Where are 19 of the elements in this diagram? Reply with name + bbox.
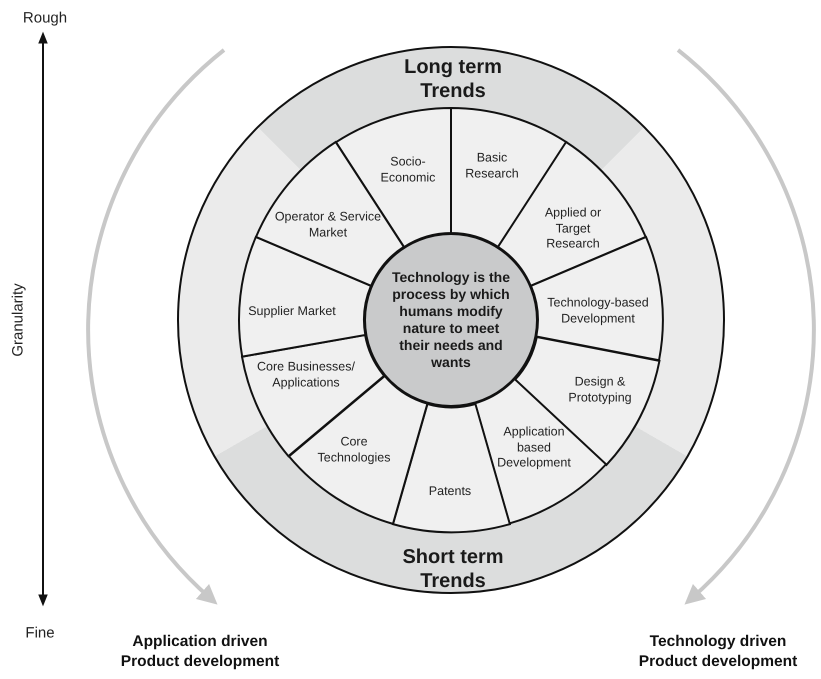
segment-label: Basic Research	[464, 150, 520, 182]
segment-label: Application based Development	[496, 424, 572, 472]
segment-label: Patents	[428, 484, 472, 500]
segment-label: Core Technologies	[316, 434, 392, 466]
segment-label: Supplier Market	[247, 304, 337, 320]
ring-heading: Long term Trends	[403, 55, 503, 103]
segment-label: Core Businesses/ Applications	[256, 359, 356, 391]
caption-text: Technology driven Product development	[638, 632, 798, 672]
ring-heading: Short term Trends	[401, 545, 505, 593]
segment-label: Socio- Economic	[380, 154, 436, 186]
center-text: Technology is the process by which humans modify nature to meet their needs and wants	[391, 268, 511, 372]
axis-end-label: Fine	[25, 624, 55, 642]
axis-end-label: Rough	[22, 10, 68, 26]
segment-label: Applied or Target Research	[544, 206, 602, 252]
axis-label: Granularity	[10, 283, 26, 357]
segment-label: Technology-based Development	[546, 295, 650, 327]
segment-label: Operator & Service Market	[274, 209, 382, 241]
segment-label: Design & Prototyping	[567, 374, 633, 406]
caption-text: Application driven Product development	[120, 632, 280, 672]
